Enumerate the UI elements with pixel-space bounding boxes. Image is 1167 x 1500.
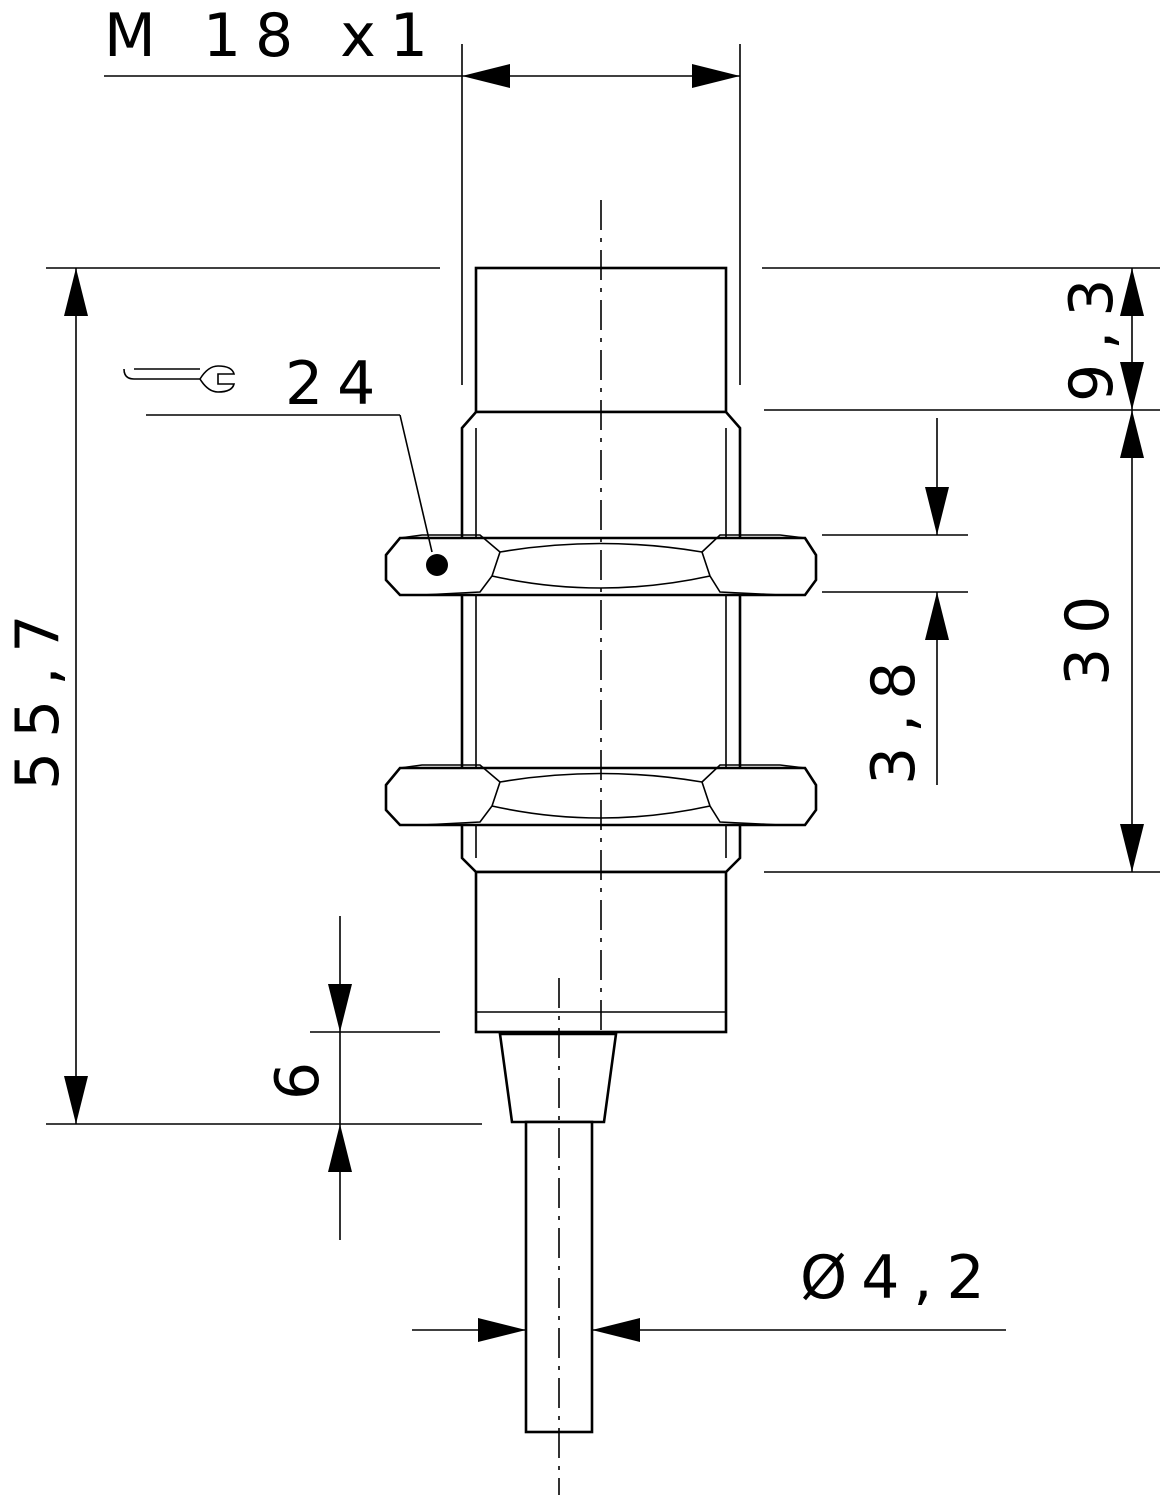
thread-label: M 18 x1 <box>104 1 442 71</box>
wrench-size-label: 24 <box>285 349 389 419</box>
lower-nut <box>384 764 818 827</box>
nut-thickness-dimension: 3,8 <box>822 418 968 785</box>
cable-gland-label: 6 <box>263 1048 333 1100</box>
marker-dot <box>426 554 448 576</box>
front-cap-label: 9,3 <box>1057 265 1127 402</box>
cable-gland <box>498 1032 618 1124</box>
total-length-label: 55,7 <box>3 600 73 790</box>
cable-gland-dimension: 6 <box>263 916 440 1240</box>
cable-diameter-dimension: Ø4,2 <box>412 1243 1006 1342</box>
nut-thickness-label: 3,8 <box>859 648 929 785</box>
cable-diameter-label: Ø4,2 <box>800 1243 999 1313</box>
wrench-callout: 24 <box>123 349 433 553</box>
front-cap-dimension: 9,3 <box>762 265 1160 411</box>
thread-length-dimension: 30 <box>764 410 1160 873</box>
thread-dimension: M 18 x1 <box>104 1 741 385</box>
thread-length-label: 30 <box>1053 582 1123 686</box>
total-length-dimension: 55,7 <box>3 267 482 1125</box>
wrench-icon <box>123 365 236 393</box>
